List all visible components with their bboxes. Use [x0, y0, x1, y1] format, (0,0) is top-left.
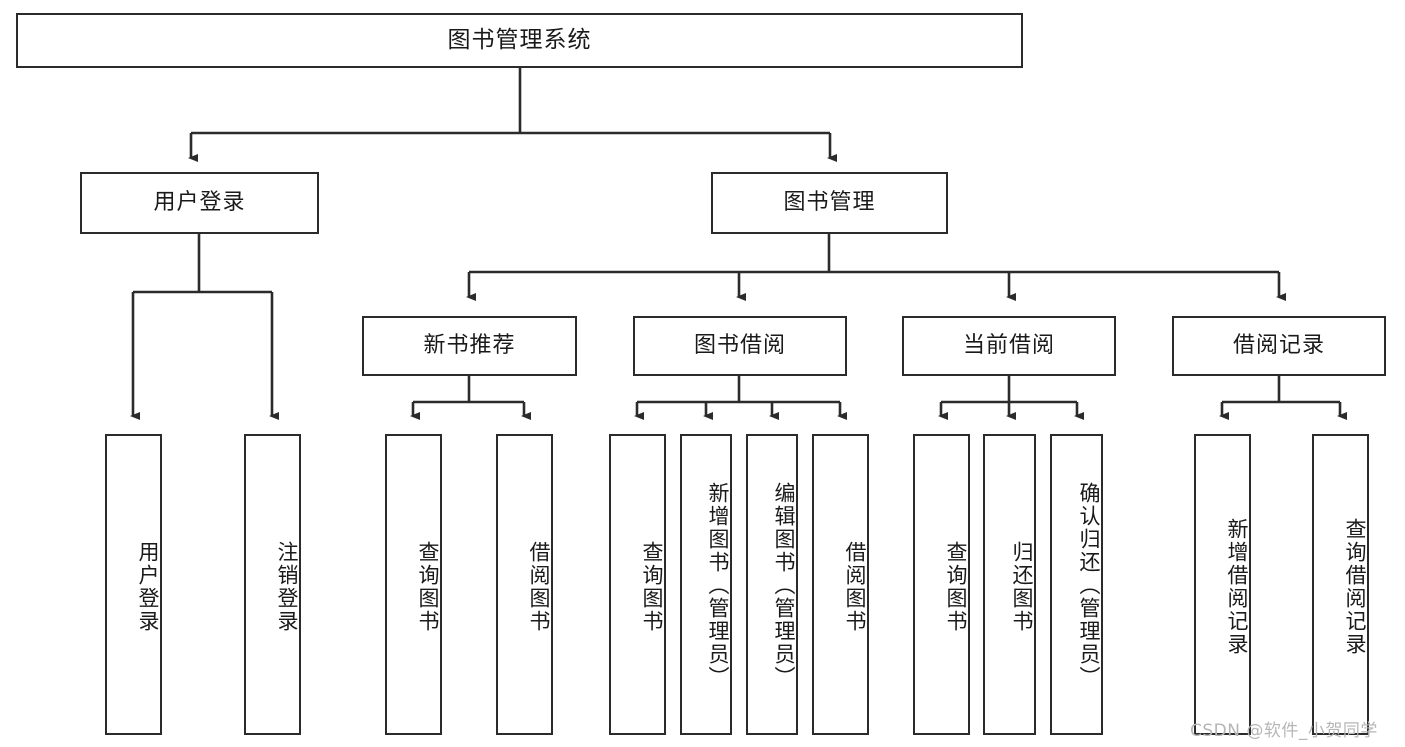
- node-label: 查询图书: [944, 540, 968, 633]
- node-label: 图书借阅: [693, 332, 786, 358]
- node-label: 确认归还（管理员）: [1077, 482, 1101, 689]
- node-label: 查询借阅记录: [1343, 517, 1367, 656]
- node-label: 归还图书: [1010, 540, 1034, 633]
- node-leaf-query-borrow-record[interactable]: 查询借阅记录: [1312, 434, 1369, 735]
- node-label: 用户登录: [153, 189, 246, 215]
- node-label: 新增图书（管理员）: [706, 482, 730, 689]
- node-root-book-management-system[interactable]: 图书管理系统: [16, 13, 1023, 68]
- node-label: 查询图书: [640, 540, 664, 633]
- node-borrow-record[interactable]: 借阅记录: [1172, 316, 1386, 376]
- node-label: 用户登录: [136, 540, 160, 633]
- node-user-login[interactable]: 用户登录: [80, 172, 319, 234]
- node-leaf-confirm-return-admin[interactable]: 确认归还（管理员）: [1050, 434, 1103, 735]
- node-leaf-query-book-current[interactable]: 查询图书: [913, 434, 970, 735]
- node-leaf-query-book-recommend[interactable]: 查询图书: [385, 434, 442, 735]
- node-label: 借阅图书: [527, 540, 551, 633]
- node-leaf-query-book-borrow[interactable]: 查询图书: [609, 434, 666, 735]
- csdn-watermark: CSDN @软件_小贺同学: [1190, 721, 1378, 741]
- node-book-management[interactable]: 图书管理: [711, 172, 948, 234]
- node-label: 借阅记录: [1232, 332, 1325, 358]
- node-leaf-return-book[interactable]: 归还图书: [983, 434, 1036, 735]
- node-leaf-user-login[interactable]: 用户登录: [105, 434, 162, 735]
- node-label: 新增借阅记录: [1225, 517, 1249, 656]
- node-current-borrow[interactable]: 当前借阅: [902, 316, 1116, 376]
- node-leaf-add-borrow-record[interactable]: 新增借阅记录: [1194, 434, 1251, 735]
- node-leaf-user-logout[interactable]: 注销登录: [244, 434, 301, 735]
- node-label: 新书推荐: [423, 332, 516, 358]
- node-leaf-borrow-book-borrow[interactable]: 借阅图书: [812, 434, 869, 735]
- node-leaf-borrow-book-recommend[interactable]: 借阅图书: [496, 434, 553, 735]
- node-new-book-recommend[interactable]: 新书推荐: [362, 316, 577, 376]
- node-label: 查询图书: [416, 540, 440, 633]
- node-label: 注销登录: [275, 540, 299, 633]
- node-label: 编辑图书（管理员）: [772, 482, 796, 689]
- node-label: 借阅图书: [843, 540, 867, 633]
- node-leaf-add-book-admin[interactable]: 新增图书（管理员）: [680, 434, 732, 735]
- node-book-borrow[interactable]: 图书借阅: [633, 316, 847, 376]
- node-label: 当前借阅: [962, 332, 1055, 358]
- node-leaf-edit-book-admin[interactable]: 编辑图书（管理员）: [746, 434, 798, 735]
- node-label: 图书管理系统: [447, 26, 592, 53]
- node-label: 图书管理: [783, 189, 876, 215]
